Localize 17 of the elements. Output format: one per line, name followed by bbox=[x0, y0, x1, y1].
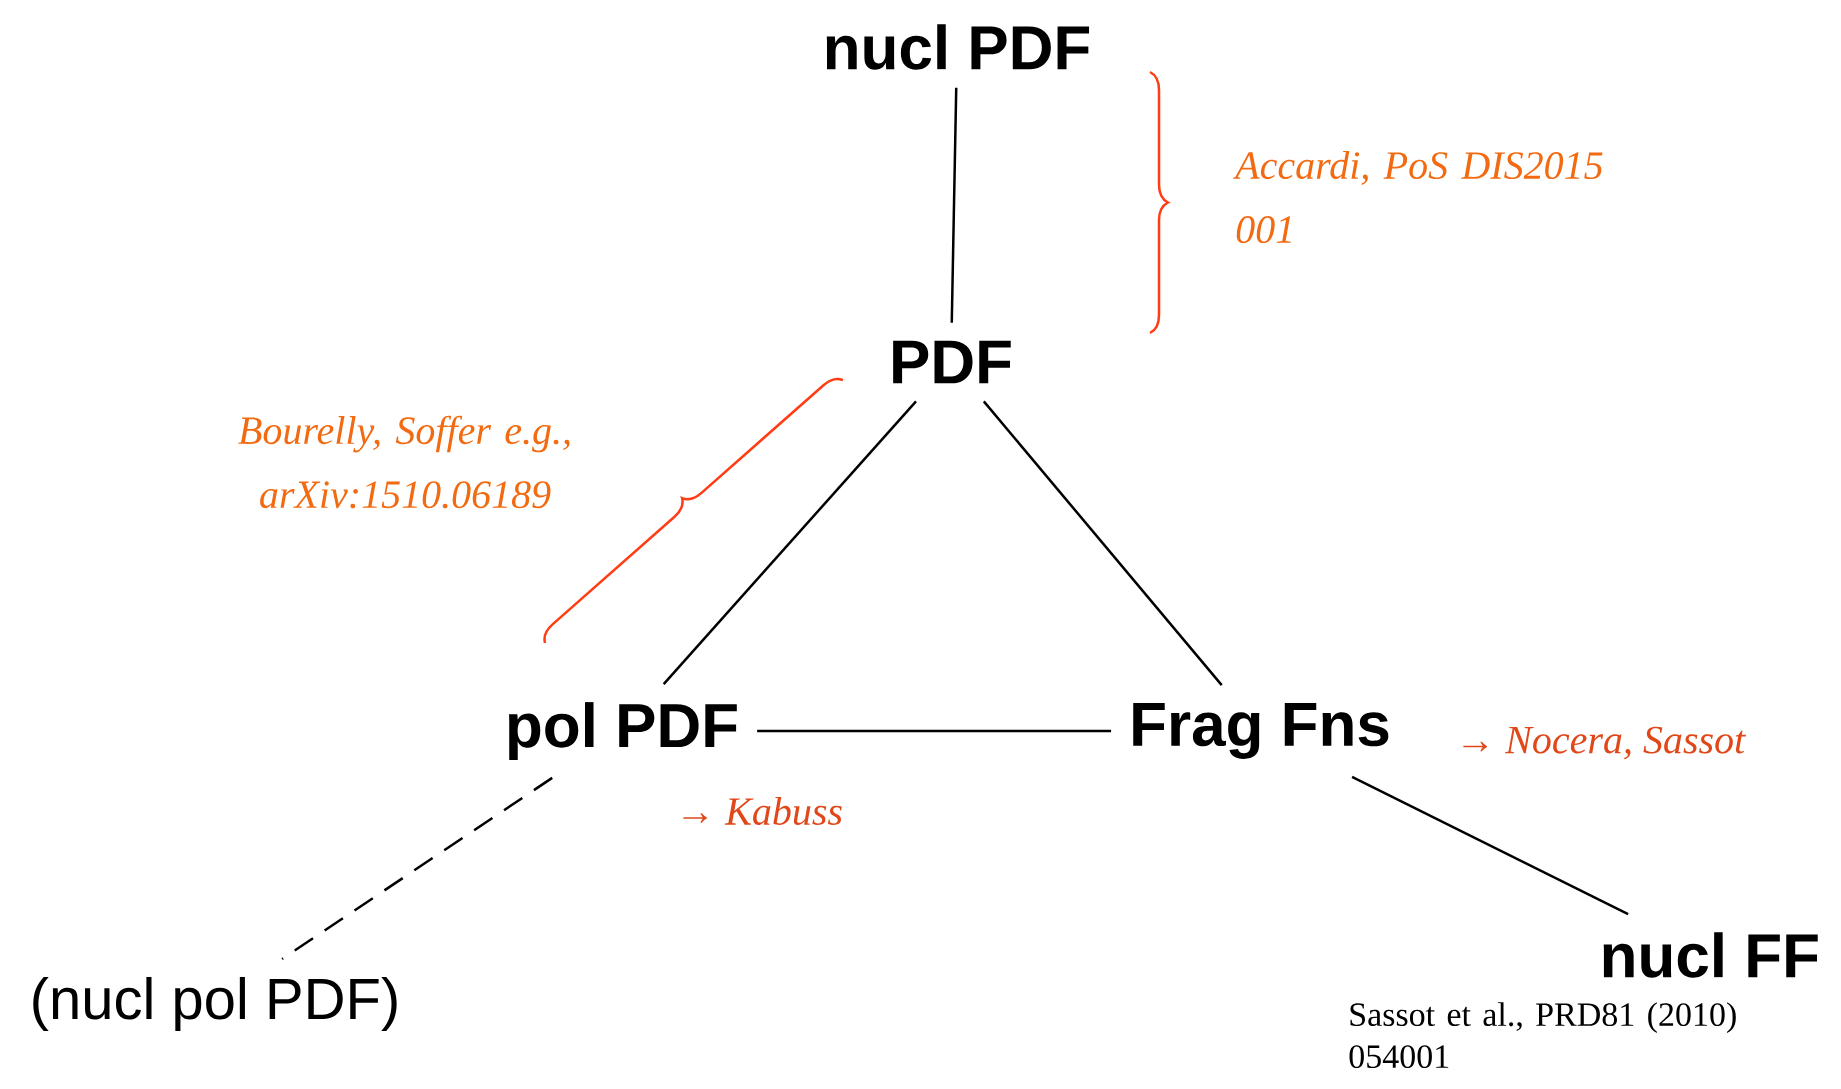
node-label: Frag Fns bbox=[1133, 703, 1389, 759]
node-label: PDF bbox=[893, 340, 1011, 384]
connector-line bbox=[982, 400, 1223, 686]
connector-line bbox=[950, 87, 958, 323]
reference-note: → Kabuss bbox=[683, 796, 842, 826]
node-label: nucl FF bbox=[1603, 932, 1818, 978]
reference-note: → Nocera, Sassot bbox=[1463, 726, 1746, 760]
node-label: (nucl pol PDF) bbox=[33, 976, 397, 1031]
reference-note: Sassot et al., PRD81 (2010) 054001 bbox=[1349, 1002, 1736, 1069]
connector-line bbox=[662, 400, 917, 685]
connector-line bbox=[757, 729, 1112, 733]
reference-note: Accardi, PoS DIS2015 001 bbox=[1233, 150, 1603, 244]
connector-line bbox=[1351, 775, 1629, 916]
node-label: nucl PDF bbox=[826, 24, 1090, 70]
reference-note: Bourelly, Soffer e.g., arXiv:1510.06189 bbox=[238, 415, 570, 509]
node-label: pol PDF bbox=[509, 702, 737, 760]
connector-line bbox=[281, 776, 553, 960]
